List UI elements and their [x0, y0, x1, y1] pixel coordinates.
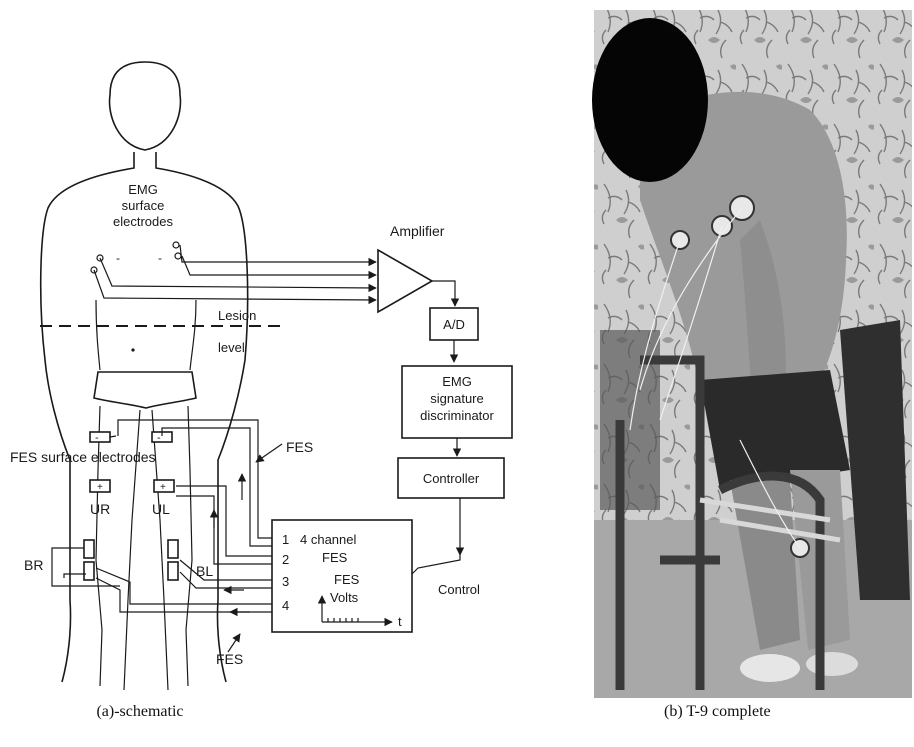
fes-volts-label2: Volts	[330, 590, 359, 605]
amplifier-label: Amplifier	[390, 223, 445, 239]
channel-3-label: 3	[282, 574, 289, 589]
level-label: level	[218, 340, 245, 355]
ul-label: UL	[152, 501, 170, 517]
ad-label: A/D	[443, 317, 465, 332]
fes-box-label: FES	[322, 550, 348, 565]
svg-text:+: +	[160, 482, 166, 493]
svg-text:-: -	[116, 251, 120, 265]
fes-volts-label1: FES	[334, 572, 360, 587]
controller-label: Controller	[423, 471, 480, 486]
electrode-ur-top	[90, 432, 110, 442]
svg-text:-: -	[157, 432, 161, 444]
electrode-bl-top	[168, 540, 178, 558]
obscured-head	[592, 18, 708, 182]
schematic-diagram: - - EMG surface electrodes Amplifier Les…	[10, 62, 512, 690]
channel-1-label: 1	[282, 532, 289, 547]
patient-photo	[592, 10, 912, 698]
fes-surface-label: FES surface electrodes	[10, 449, 156, 465]
t-axis-label: t	[398, 614, 402, 629]
electrode-bl-bottom	[168, 562, 178, 580]
shoe-right	[806, 652, 858, 676]
caption-b: (b) T-9 complete	[664, 703, 771, 720]
amplifier-triangle	[378, 250, 432, 312]
fes-arrow-bottom	[228, 634, 240, 652]
discriminator-label-line1: EMG	[442, 374, 472, 389]
emg-electrode-right-1	[173, 242, 179, 248]
fes-arrow-top	[256, 444, 282, 462]
body-outline	[41, 62, 248, 690]
shoe-left	[740, 654, 800, 682]
control-label: Control	[438, 582, 480, 597]
caption-a: (a)-schematic	[96, 703, 183, 720]
fes-label-bottom: FES	[216, 651, 243, 667]
electrode-br-bottom	[84, 562, 94, 580]
svg-text:-: -	[95, 432, 99, 444]
svg-text:-: -	[158, 251, 162, 265]
emg-label-line1: EMG	[128, 182, 158, 197]
emg-label-line3: electrodes	[113, 214, 173, 229]
channel-4-label: 4	[282, 598, 289, 613]
ur-label: UR	[90, 501, 110, 517]
fes-label-top: FES	[286, 439, 313, 455]
channel-2-label: 2	[282, 552, 289, 567]
bl-label: BL	[196, 563, 213, 579]
svg-text:+: +	[97, 482, 103, 493]
emg-wires	[94, 245, 376, 300]
discriminator-label-line2: signature	[430, 391, 483, 406]
lesion-label: Lesion	[218, 308, 256, 323]
br-label: BR	[24, 557, 43, 573]
four-channel-label: 4 channel	[300, 532, 356, 547]
emg-label-line2: surface	[122, 198, 165, 213]
electrode-br-top	[84, 540, 94, 558]
emg-electrode-right-2	[175, 253, 181, 259]
discriminator-label-line3: discriminator	[420, 408, 494, 423]
